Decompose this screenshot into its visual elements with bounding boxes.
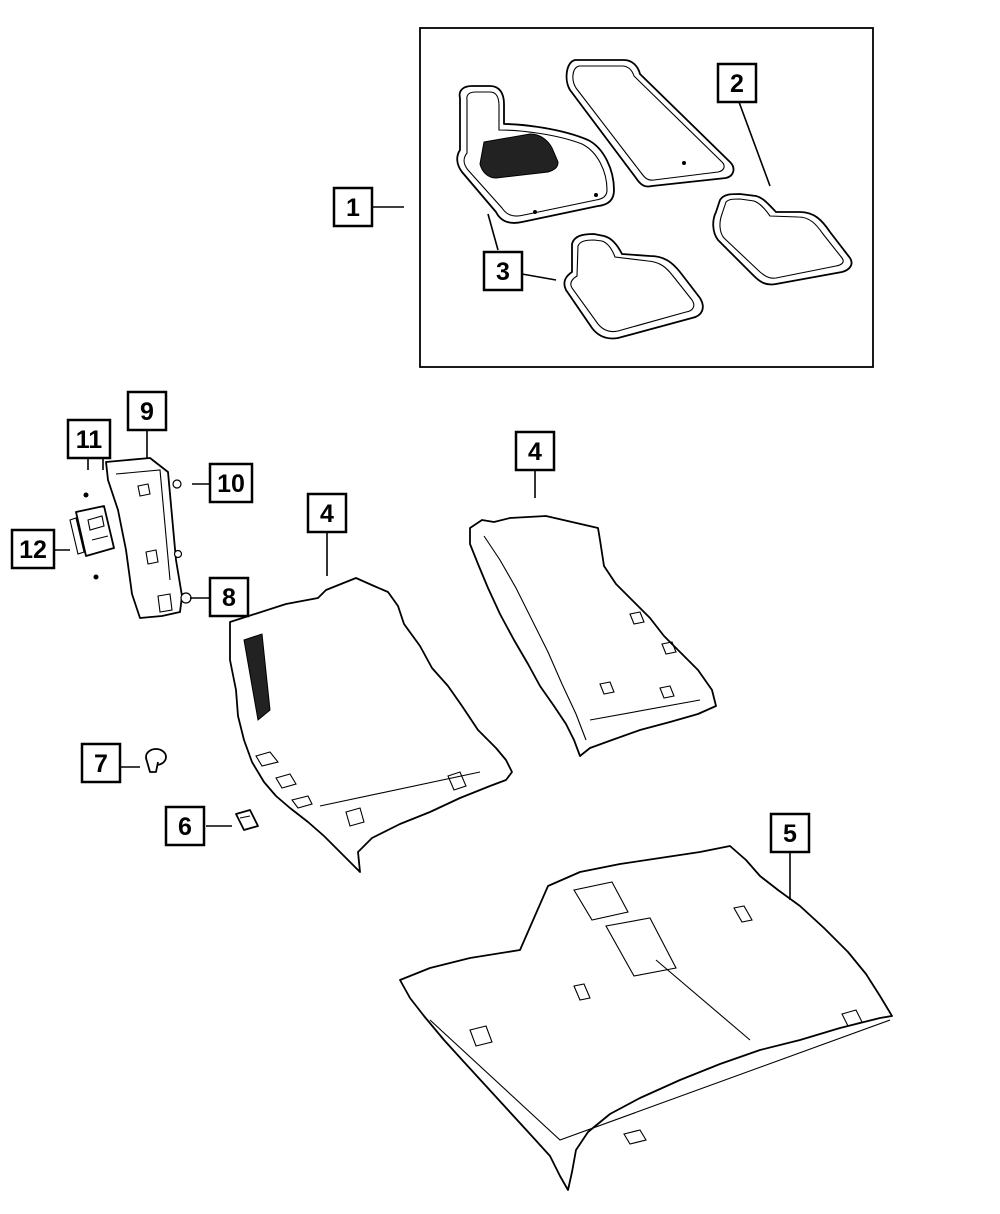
trim-bracket — [105, 457, 183, 619]
nut-8 — [180, 592, 192, 604]
svg-text:4: 4 — [320, 500, 334, 528]
push-pin — [145, 748, 167, 773]
svg-text:12: 12 — [19, 536, 47, 564]
svg-text:3: 3 — [496, 258, 510, 286]
carpet-left — [229, 577, 513, 873]
callout-8: 8 — [208, 576, 250, 618]
svg-text:6: 6 — [178, 813, 192, 841]
carpet-rear — [399, 845, 893, 1191]
svg-text:5: 5 — [783, 820, 797, 848]
callout-6: 6 — [164, 805, 206, 847]
carpet-clip — [235, 809, 259, 831]
front-passenger-mat — [565, 59, 735, 188]
callout-10: 10 — [208, 462, 254, 504]
callout-11: 11 — [66, 418, 112, 460]
carpet-right — [469, 515, 717, 757]
svg-text:1: 1 — [346, 194, 360, 222]
rear-right-mat — [712, 193, 853, 286]
svg-text:8: 8 — [222, 584, 236, 612]
rear-left-mat — [563, 233, 704, 340]
control-module — [69, 505, 115, 557]
front-driver-mat — [456, 85, 615, 224]
screw-11b — [93, 574, 99, 580]
callout-2: 2 — [716, 62, 758, 104]
svg-text:11: 11 — [76, 426, 103, 454]
callout-5: 5 — [769, 812, 811, 854]
callout-3: 3 — [482, 250, 524, 292]
svg-text:9: 9 — [140, 398, 154, 426]
callout-4-right: 4 — [514, 430, 556, 472]
callout-12: 12 — [10, 528, 56, 570]
svg-text:2: 2 — [730, 70, 744, 98]
callout-7: 7 — [80, 742, 122, 784]
callout-4-left: 4 — [306, 492, 348, 534]
fastener-10 — [172, 479, 182, 489]
svg-text:10: 10 — [217, 470, 245, 498]
callout-9: 9 — [126, 390, 168, 432]
callout-1: 1 — [332, 186, 374, 228]
fastener-10b — [173, 549, 183, 559]
svg-text:4: 4 — [528, 438, 542, 466]
floor-mat-kit-frame — [419, 27, 874, 368]
svg-text:7: 7 — [94, 750, 108, 778]
screw-11a — [83, 492, 89, 498]
